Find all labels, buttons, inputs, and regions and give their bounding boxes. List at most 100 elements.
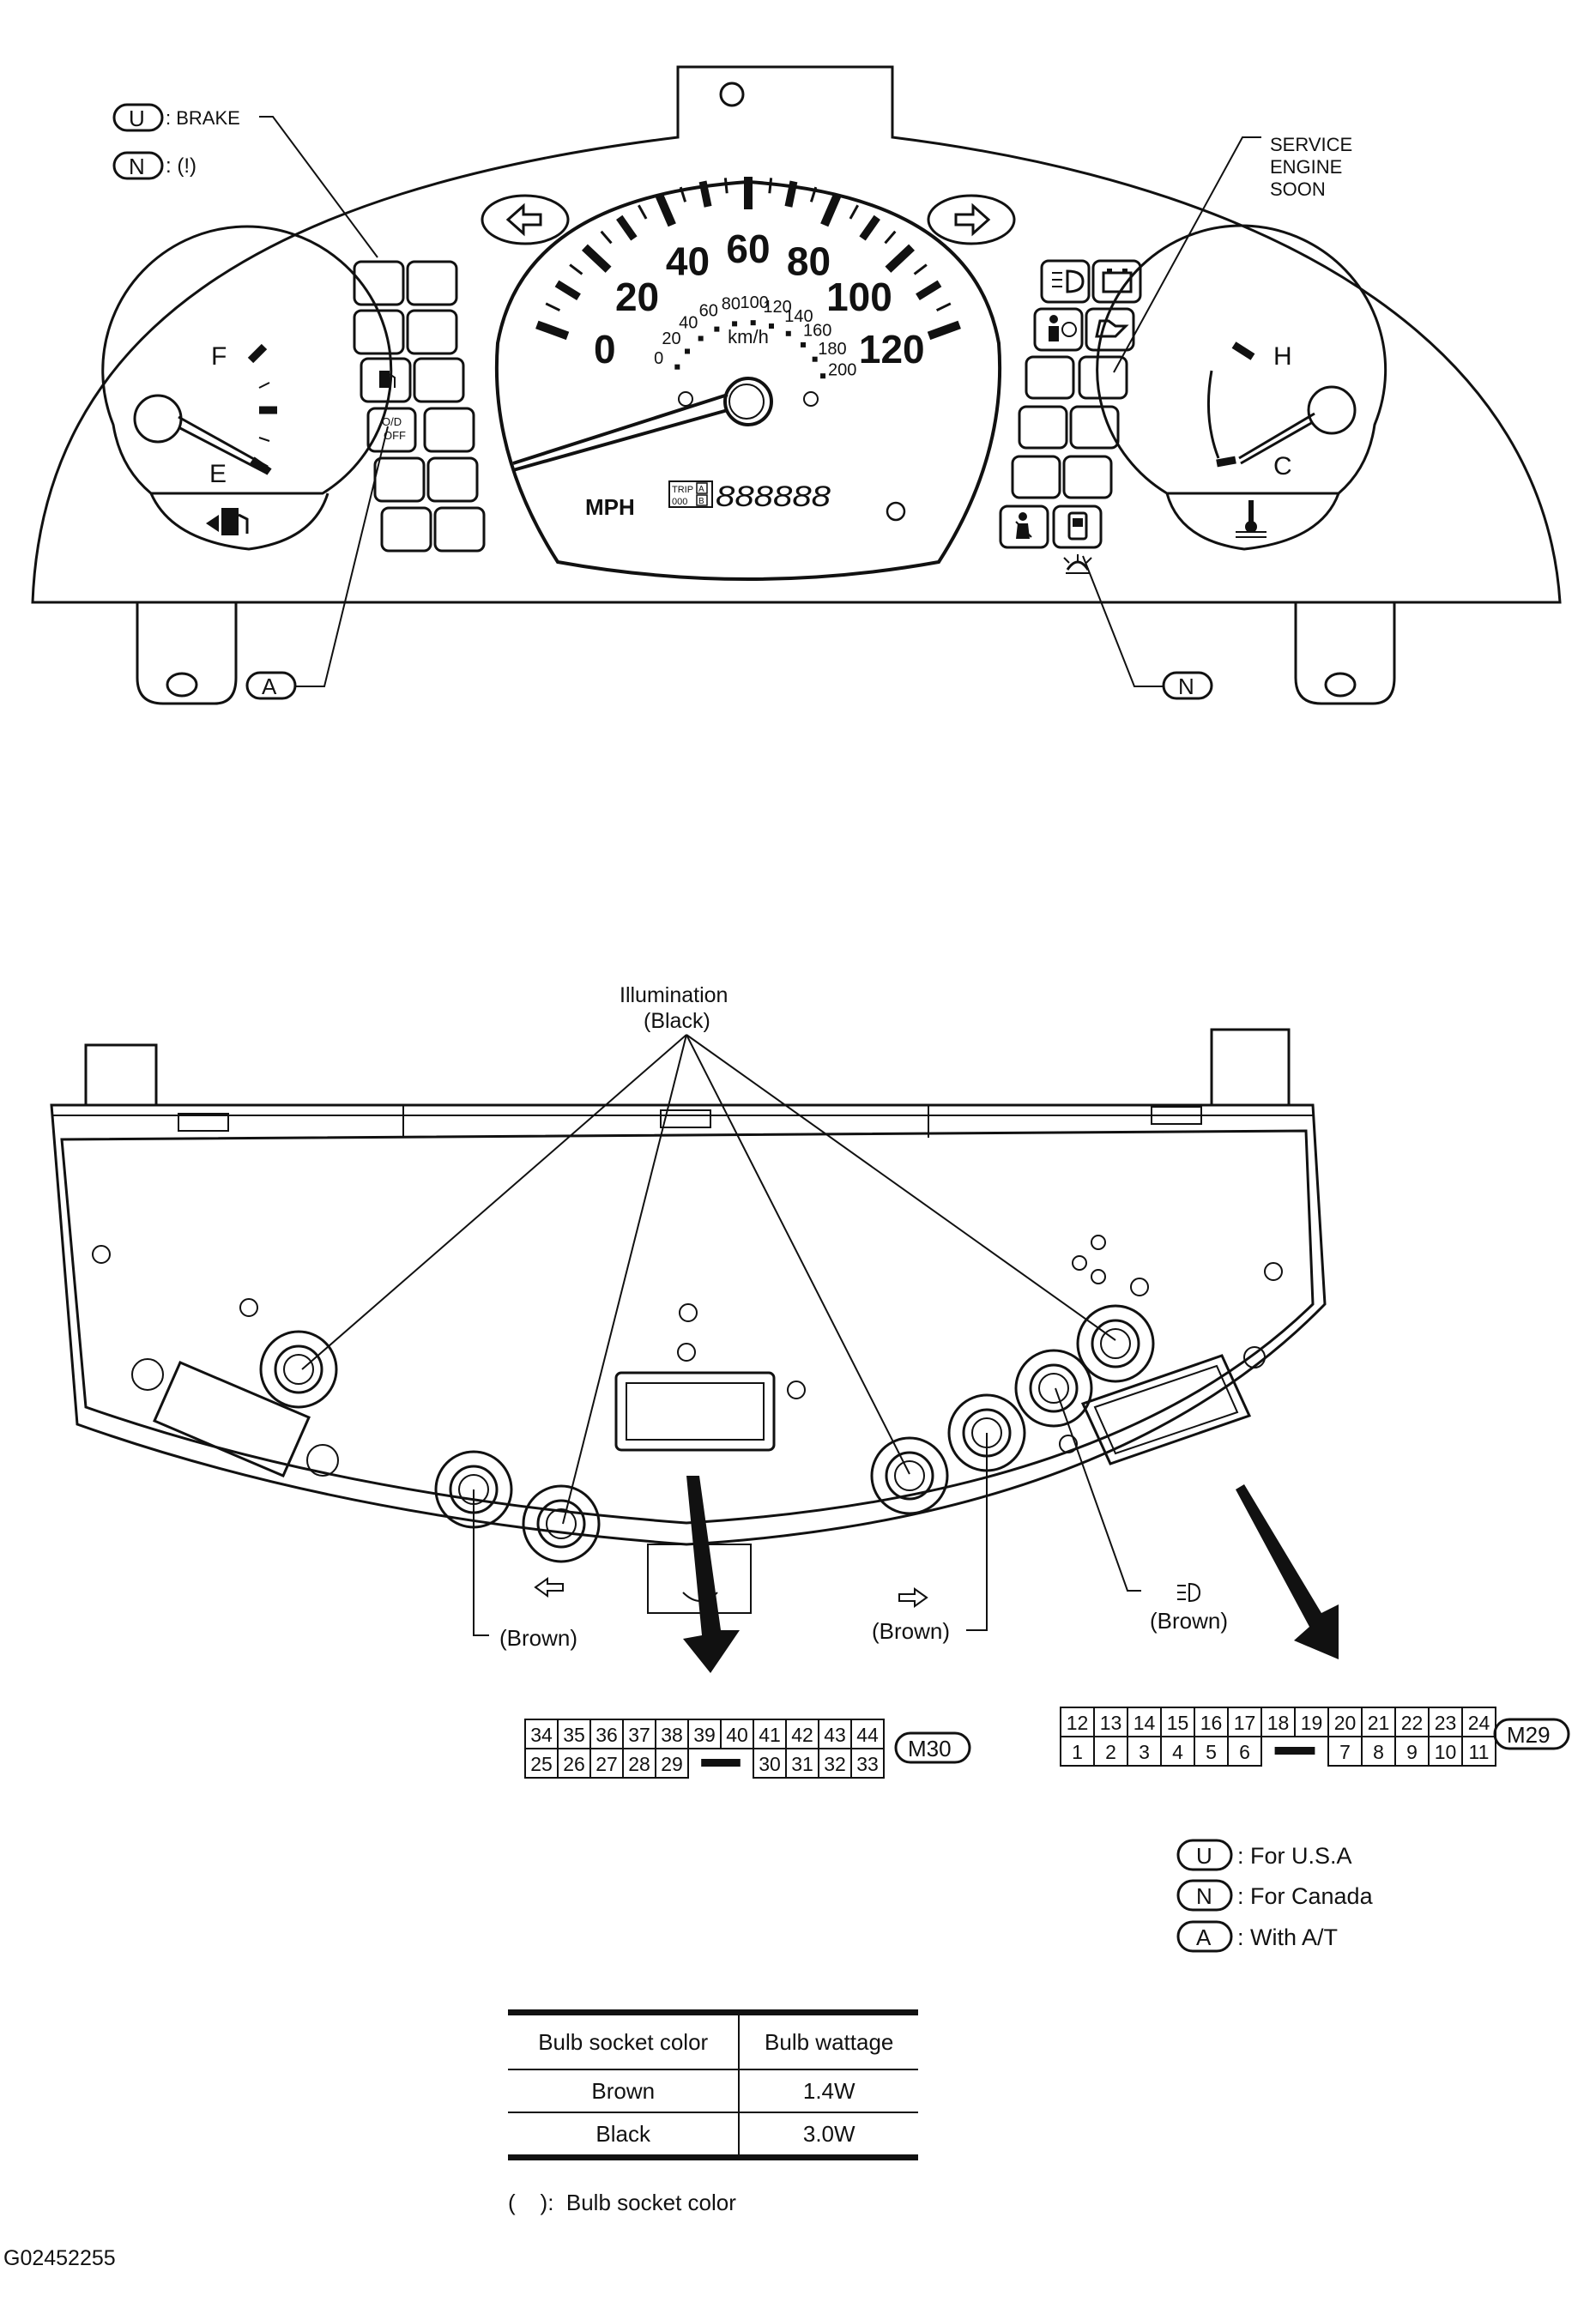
at-callout: A bbox=[245, 426, 389, 700]
pin-number: 41 bbox=[759, 1724, 781, 1746]
pin-number: 17 bbox=[1234, 1712, 1256, 1734]
pin-number: 37 bbox=[628, 1724, 650, 1746]
connector-m30-label: M30 bbox=[894, 1731, 971, 1764]
pin-number: 18 bbox=[1267, 1712, 1290, 1734]
arrow-to-m29 bbox=[1236, 1484, 1339, 1659]
pin-cell bbox=[1461, 1736, 1496, 1767]
pin-number: 26 bbox=[563, 1753, 585, 1775]
speedometer-tick bbox=[581, 244, 612, 273]
pin-number: 12 bbox=[1067, 1712, 1089, 1734]
speedometer-tick bbox=[935, 302, 952, 312]
svg-text:A: A bbox=[698, 485, 704, 494]
fuel-gauge: F E bbox=[101, 225, 393, 551]
speedometer-tick bbox=[859, 214, 880, 241]
kmh-tick bbox=[801, 341, 807, 347]
svg-text:: For Canada: : For Canada bbox=[1237, 1883, 1374, 1909]
pin-number: 20 bbox=[1334, 1712, 1357, 1734]
pin-number: 23 bbox=[1435, 1712, 1457, 1734]
fuel-pump-icon bbox=[379, 371, 396, 388]
speedometer-bezel bbox=[494, 179, 1002, 581]
kmh-tick-label: 180 bbox=[818, 340, 846, 359]
pin-number: 35 bbox=[563, 1724, 585, 1746]
brown-right-callout: (Brown) bbox=[1055, 1387, 1228, 1634]
svg-text:F: F bbox=[211, 342, 227, 371]
speedometer-tick bbox=[849, 204, 859, 220]
illumination-leaders bbox=[301, 1034, 1116, 1525]
speedometer-needle bbox=[512, 408, 728, 472]
door-open-icon bbox=[1067, 511, 1088, 541]
pin-number: 42 bbox=[791, 1724, 813, 1746]
bulb-socket-high-beam bbox=[1014, 1349, 1093, 1428]
bulb-socket-illum-1 bbox=[259, 1330, 338, 1409]
mph-tick-label: 0 bbox=[594, 327, 616, 372]
pin-number: 31 bbox=[791, 1753, 813, 1775]
pin-number: 29 bbox=[661, 1753, 683, 1775]
kmh-tick-label: 100 bbox=[740, 293, 768, 312]
pin-number: 21 bbox=[1368, 1712, 1390, 1734]
kmh-tick bbox=[820, 373, 826, 379]
rear-view: Illumination (Black) bbox=[50, 983, 1339, 1673]
odometer-display: TRIP 000 A B 888888 bbox=[668, 480, 831, 513]
pin-number: 19 bbox=[1301, 1712, 1323, 1734]
pin-number: 25 bbox=[530, 1753, 553, 1775]
washer-icon bbox=[1063, 554, 1092, 574]
canada-callout: N bbox=[1082, 555, 1213, 700]
svg-text:(Brown): (Brown) bbox=[499, 1625, 577, 1651]
pin-number: 43 bbox=[824, 1724, 846, 1746]
speedometer-tick bbox=[768, 178, 773, 194]
svg-text:U: U bbox=[1196, 1843, 1212, 1869]
odometer-digits: 888888 bbox=[716, 480, 831, 513]
svg-text:SOON: SOON bbox=[1270, 178, 1326, 200]
speedometer-tick bbox=[679, 186, 687, 202]
kmh-tick-label: 140 bbox=[784, 307, 813, 326]
svg-text:M29: M29 bbox=[1507, 1722, 1551, 1748]
illumination-label: Illumination bbox=[620, 983, 728, 1007]
speedometer-tick bbox=[698, 180, 712, 208]
kmh-tick bbox=[732, 321, 738, 327]
pin-number: 4 bbox=[1172, 1741, 1183, 1763]
headlight-icon bbox=[1052, 269, 1085, 293]
pin-number: 5 bbox=[1206, 1741, 1217, 1763]
kmh-tick bbox=[674, 364, 680, 370]
speedometer-tick bbox=[723, 178, 728, 194]
bulb-table-cell: Black bbox=[595, 2120, 650, 2147]
kmh-tick-label: 0 bbox=[654, 349, 663, 368]
pin-number: 32 bbox=[824, 1753, 846, 1775]
svg-text:C: C bbox=[1273, 452, 1292, 480]
airbag-icon bbox=[1049, 315, 1077, 341]
left-warning-lamps: O/D OFF bbox=[353, 260, 486, 553]
kmh-tick-label: 80 bbox=[722, 295, 741, 314]
illumination-color: (Black) bbox=[644, 1009, 710, 1033]
speedometer-tick bbox=[600, 230, 613, 245]
pin-number: 1 bbox=[1072, 1741, 1083, 1763]
pin-number: 11 bbox=[1469, 1741, 1490, 1763]
temp-gauge: H C bbox=[1096, 224, 1387, 551]
turn-left-icon bbox=[481, 194, 570, 245]
svg-text:: For U.S.A: : For U.S.A bbox=[1237, 1843, 1352, 1869]
bulb-table: Bulb socket color Bulb wattage Brown 1.4… bbox=[508, 2009, 918, 2160]
svg-text:N: N bbox=[129, 154, 145, 179]
pin-number: 33 bbox=[856, 1753, 879, 1775]
bulb-table-header-wattage: Bulb wattage bbox=[738, 2012, 918, 2070]
fuel-pump-icon bbox=[206, 508, 249, 535]
bulb-socket-illum-3 bbox=[870, 1436, 949, 1515]
connector-m29-body bbox=[1080, 1354, 1252, 1465]
speedometer-tick bbox=[554, 280, 581, 301]
kmh-tick-label: 160 bbox=[803, 322, 831, 341]
svg-text:000: 000 bbox=[672, 497, 687, 507]
mph-tick-label: 40 bbox=[666, 239, 710, 284]
pin-number: 3 bbox=[1139, 1741, 1150, 1763]
brake-callout: U : BRAKE bbox=[112, 103, 378, 258]
speedometer-tick bbox=[569, 263, 583, 275]
figure-id: G02452255 bbox=[3, 2246, 116, 2270]
pin-number: 36 bbox=[595, 1724, 618, 1746]
speedometer-tick bbox=[820, 193, 842, 227]
kmh-tick-label: 20 bbox=[662, 329, 680, 348]
od-off-label-2: OFF bbox=[384, 429, 406, 442]
bulb-note: ( ): Bulb socket color bbox=[508, 2190, 736, 2215]
pin-number: 27 bbox=[595, 1753, 618, 1775]
